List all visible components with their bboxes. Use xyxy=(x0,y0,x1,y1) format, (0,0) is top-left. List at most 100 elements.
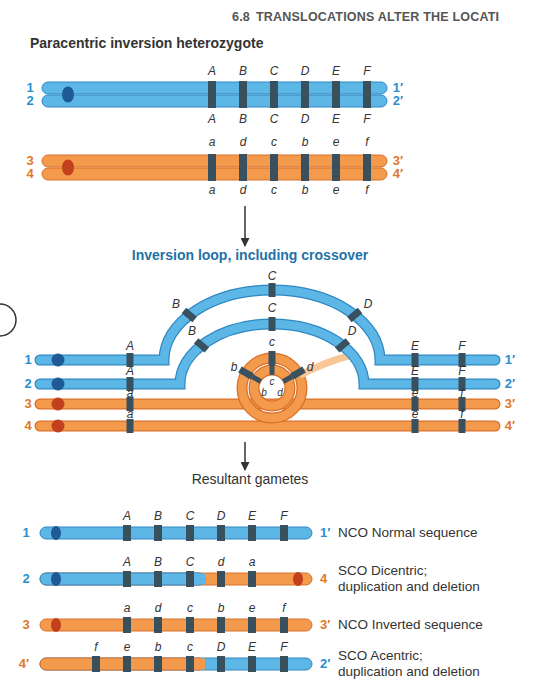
section-header: TRANSLOCATIONS ALTER THE LOCATI xyxy=(256,11,499,25)
chromosome-number: 1 xyxy=(24,353,31,367)
gene-band xyxy=(347,308,362,322)
gene-letter: b xyxy=(155,641,162,654)
gene-band xyxy=(123,617,131,633)
gene-band xyxy=(248,525,256,541)
gene-band xyxy=(217,525,225,541)
gene-letter: d xyxy=(155,602,162,615)
chromatid xyxy=(40,619,312,631)
chromosome-number: 3 xyxy=(22,618,29,632)
chromatid xyxy=(40,290,495,360)
centromere xyxy=(52,354,65,367)
crossover-segment xyxy=(302,356,348,374)
gene-band xyxy=(301,154,309,181)
gene-letter: B xyxy=(239,65,247,78)
panel-heading: Paracentric inversion heterozygote xyxy=(30,34,470,52)
chromatid-outline xyxy=(40,324,495,384)
chromosome-number: 2′ xyxy=(393,94,403,108)
gene-band xyxy=(154,571,162,587)
gene-letter: f xyxy=(365,184,368,197)
panel-heading: Resultant gametes xyxy=(25,470,475,488)
gene-band xyxy=(194,338,209,352)
gene-band xyxy=(217,571,225,587)
chromatid-outline xyxy=(40,290,495,360)
gene-letter: E xyxy=(332,113,340,126)
gene-letter: e xyxy=(412,387,419,400)
centromere xyxy=(52,398,65,411)
chromosome-number: 1 xyxy=(22,526,29,540)
gene-band xyxy=(239,154,247,181)
gene-letter: f xyxy=(460,408,463,421)
gene-letter: E xyxy=(248,510,256,523)
gene-letter: A xyxy=(123,510,131,523)
gene-letter: f xyxy=(365,136,368,149)
gene-letter: E xyxy=(248,641,256,654)
gene-letter: F xyxy=(363,65,370,78)
gene-band xyxy=(332,81,340,108)
gene-band xyxy=(186,525,194,541)
chromosome-number: 4 xyxy=(24,419,31,433)
gene-band xyxy=(248,617,256,633)
gene-band xyxy=(217,617,225,633)
chromosome-number: 2 xyxy=(26,94,33,108)
gene-band xyxy=(239,81,247,108)
gene-letter: C xyxy=(268,302,277,315)
gene-letter: E xyxy=(411,340,419,353)
gene-letter: e xyxy=(412,408,419,421)
gene-letter: b xyxy=(218,602,225,615)
gene-letter: F xyxy=(363,113,370,126)
chromosome-number: 3′ xyxy=(505,397,515,411)
gene-letter: b xyxy=(231,361,238,374)
gene-letter: C xyxy=(186,510,195,523)
gene-letter: C xyxy=(270,65,279,78)
centromere xyxy=(62,160,74,176)
chromosome-number: 3′ xyxy=(320,618,330,632)
gene-letter: c xyxy=(270,376,275,387)
gene-band xyxy=(269,283,276,297)
gene-letter: E xyxy=(411,365,419,378)
gene-band xyxy=(270,154,278,181)
flow-arrow xyxy=(244,442,246,470)
gene-letter: a xyxy=(249,556,256,569)
gene-letter: b xyxy=(302,136,309,149)
gene-letter: D xyxy=(364,298,373,311)
gene-letter: c xyxy=(187,641,193,654)
gene-band xyxy=(248,656,256,672)
gene-band xyxy=(92,656,100,672)
centromere xyxy=(293,572,303,586)
gene-band xyxy=(208,81,216,108)
centromere xyxy=(62,87,74,103)
gene-letter: d xyxy=(307,361,314,374)
gene-letter: B xyxy=(239,113,247,126)
gene-band xyxy=(154,525,162,541)
chromosome-number: 2 xyxy=(24,377,31,391)
gene-letter: a xyxy=(209,184,216,197)
gene-letter: B xyxy=(172,298,180,311)
gene-band xyxy=(154,656,162,672)
gene-letter: e xyxy=(124,641,131,654)
gene-band xyxy=(332,154,340,181)
gene-letter: f xyxy=(282,602,285,615)
gene-band xyxy=(186,571,194,587)
gene-letter: F xyxy=(458,340,465,353)
gene-letter: c xyxy=(271,184,277,197)
gene-letter: f xyxy=(460,387,463,400)
gene-letter: B xyxy=(188,325,196,338)
section-number: 6.8 xyxy=(232,11,250,25)
gene-letter: D xyxy=(301,113,310,126)
gene-band xyxy=(280,525,288,541)
gene-letter: E xyxy=(332,65,340,78)
gene-letter: C xyxy=(268,270,277,283)
gene-band xyxy=(123,525,131,541)
chromosome-number: 2′ xyxy=(505,377,515,391)
chromatid xyxy=(40,658,312,670)
gene-band xyxy=(280,617,288,633)
gene-letter: b xyxy=(302,184,309,197)
chromatid xyxy=(40,573,312,585)
flow-arrow xyxy=(244,206,246,246)
gene-band xyxy=(154,617,162,633)
gene-letter: d xyxy=(240,184,247,197)
gene-letter: e xyxy=(249,602,256,615)
gene-band xyxy=(186,656,194,672)
gamete-description: SCO Acentric; duplication and deletion xyxy=(338,648,490,680)
